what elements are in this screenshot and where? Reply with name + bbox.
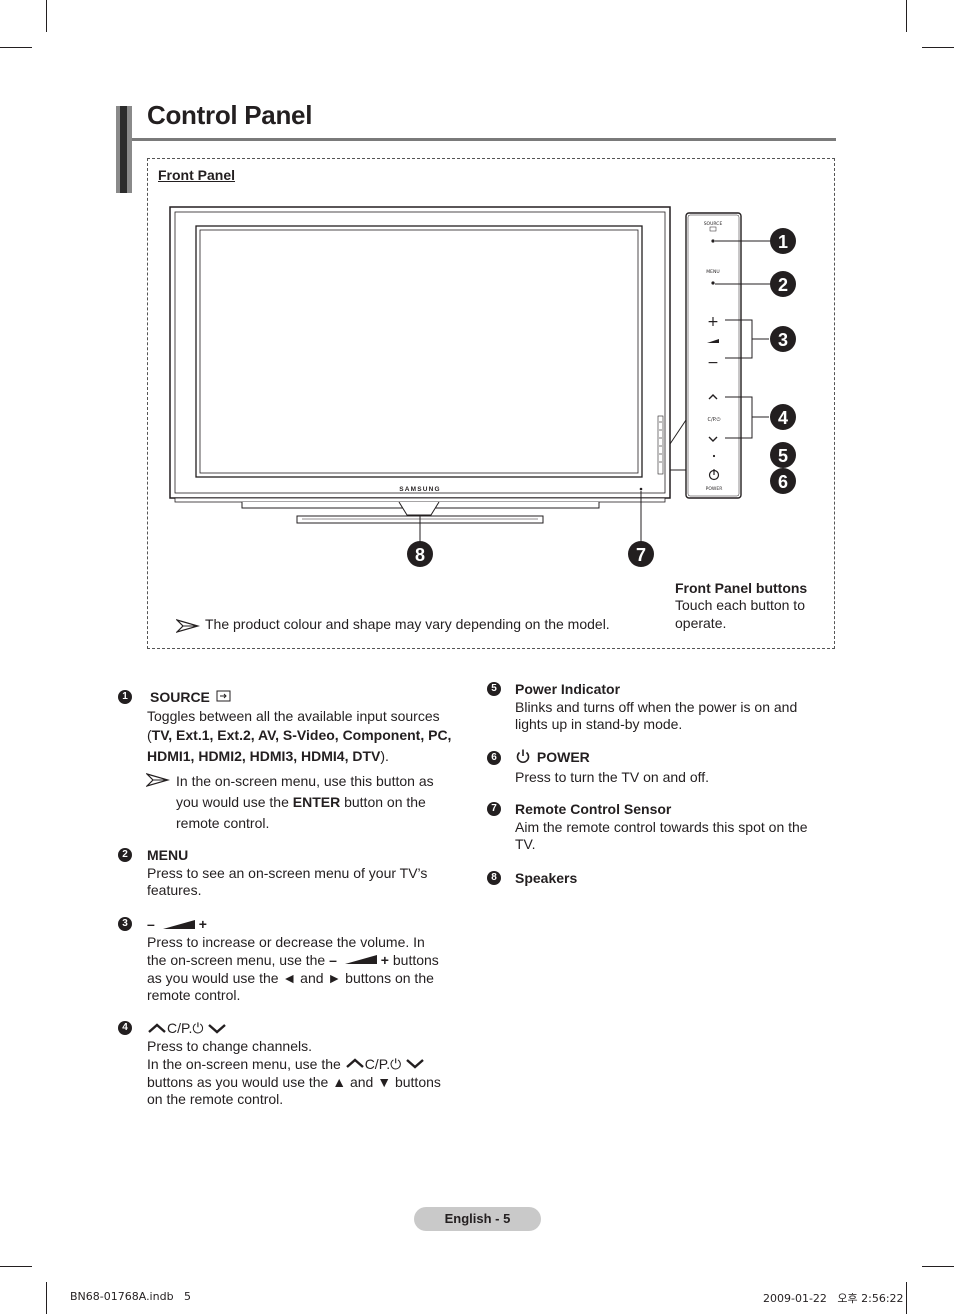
crop-mark [0,47,32,48]
front-panel-label: Front Panel [158,167,236,183]
item-channel: C/P.⏻ Press to change channels. In the o… [147,1020,441,1108]
source-icon [216,689,234,708]
item-5-badge: 5 [487,682,501,696]
crop-mark [46,1282,47,1314]
chevron-down-icon [207,1021,227,1039]
item-4-badge: 4 [118,1021,132,1035]
volume-wedge-icon [343,952,379,970]
tv-illustration: SAMSUNG SOURCE MENU + − C/P.⏻ POWER 1 2 … [169,206,796,567]
crop-mark [906,1282,907,1314]
item-2-badge: 2 [118,848,132,862]
buttons-desc-line-2: operate. [675,615,727,631]
page-number-pill: English - 5 [414,1207,541,1231]
buttons-title: Front Panel buttons [675,580,808,596]
item-8-badge: 8 [487,871,501,885]
title-rule [132,138,836,141]
front-panel-figure-box [147,158,835,649]
title-accent-bar-inner [120,106,127,193]
item-volume: – + Press to increase or decrease the vo… [147,916,439,1004]
chevron-up-icon [345,1056,365,1074]
crop-mark [906,0,907,32]
tv-screen [195,225,643,478]
crop-mark [922,1266,954,1267]
strip-source-label: SOURCE [704,221,723,227]
strip-volume-down: − [707,355,719,371]
item-power: POWER Press to turn the TV on and off. [515,748,710,785]
callout-8: 8 [415,545,425,565]
chevron-up-icon [147,1021,167,1039]
callout-4: 4 [778,408,788,428]
callout-5: 5 [778,446,788,466]
note-arrow-icon [174,616,201,634]
crop-mark [0,1266,32,1267]
page-title: Control Panel [147,100,313,130]
note-arrow-icon [144,772,171,790]
buttons-desc-line-1: Touch each button to [675,597,805,613]
callout-2: 2 [778,275,788,295]
item-7-badge: 7 [487,802,501,816]
item-remote-sensor: Remote Control Sensor Aim the remote con… [515,801,808,852]
print-slug-right: 2009-01-22 오후 2:56:22 [763,1292,904,1305]
item-menu: MENU Press to see an on-screen menu of y… [147,847,428,898]
callout-6: 6 [778,472,788,492]
crop-mark [922,47,954,48]
item-1-head: SOURCE [150,689,210,705]
item-6-badge: 6 [487,751,501,765]
callout-3: 3 [778,330,788,350]
item-1-badge: 1 [118,690,132,704]
callout-1: 1 [778,232,788,252]
print-slug-left: BN68-01768A.indb 5 [70,1290,192,1303]
crop-mark [46,0,47,32]
item-power-indicator: Power Indicator Blinks and turns off whe… [515,681,798,732]
strip-power-label: POWER [706,486,723,492]
chevron-down-icon [405,1056,425,1074]
strip-volume-up: + [707,314,719,330]
item-source: SOURCE Toggles between all the available… [147,689,452,765]
strip-menu-label: MENU [706,269,719,275]
brand-logo: SAMSUNG [399,486,441,493]
power-icon [515,748,531,769]
item-speakers: Speakers [515,870,578,886]
strip-channel-label: C/P.⏻ [708,417,721,423]
item-1-note: In the on-screen menu, use this button a… [176,773,434,831]
figure-note: The product colour and shape may vary de… [205,616,610,632]
item-3-badge: 3 [118,917,132,931]
volume-wedge-icon [161,917,197,935]
callout-7: 7 [636,545,646,565]
